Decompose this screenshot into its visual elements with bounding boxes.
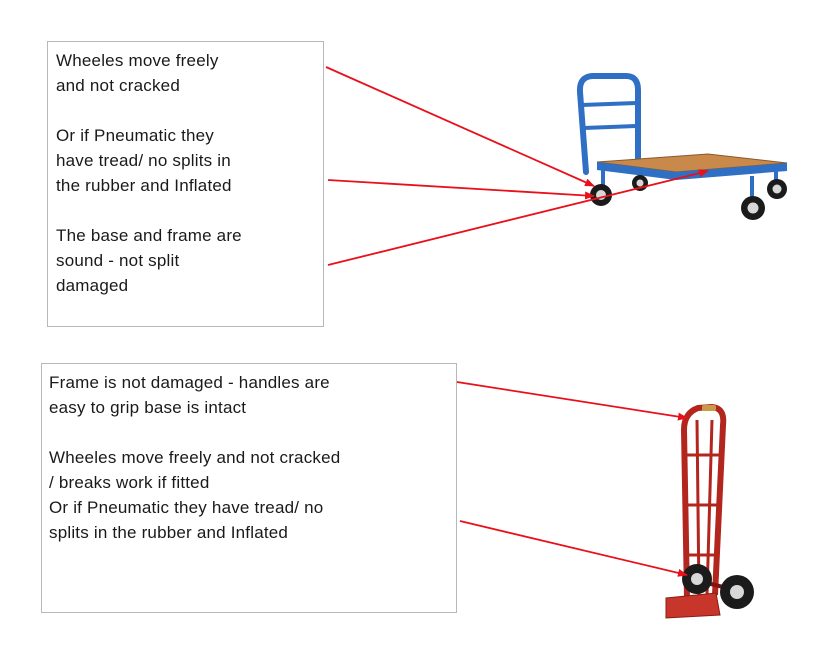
sack-truck-image <box>665 404 754 619</box>
callout-box-sack-truck: Frame is not damaged - handles are easy … <box>41 363 457 613</box>
callout-box-trolley: Wheeles move freely and not cracked Or i… <box>47 41 324 327</box>
callout-text-pneumatic: Or if Pneumatic they have tread/ no spli… <box>56 126 232 195</box>
callout-text-wheels: Wheeles move freely and not cracked <box>56 51 219 95</box>
callout-text-base-frame: The base and frame are sound - not split… <box>56 226 242 295</box>
callout-text-frame: Frame is not damaged - handles are easy … <box>49 373 330 417</box>
arrow-sack-wheels <box>459 520 688 577</box>
wheel-icon <box>767 179 787 199</box>
arrow-wheels <box>325 66 595 187</box>
arrow-base-frame <box>327 169 709 266</box>
wheel-icon <box>682 564 712 594</box>
flatbed-trolley-image <box>576 73 788 220</box>
arrow-pneumatic <box>327 179 595 200</box>
callout-text-wheels-brakes: Wheeles move freely and not cracked / br… <box>49 448 341 542</box>
wheel-icon <box>720 575 754 609</box>
wheel-icon <box>741 196 765 220</box>
arrow-frame-handles <box>456 381 688 421</box>
